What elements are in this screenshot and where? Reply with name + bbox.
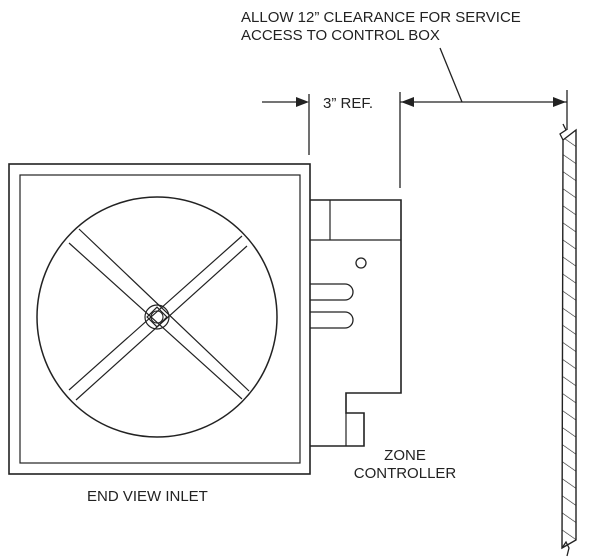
control-box: [310, 199, 402, 447]
wall-break-bottom: [561, 540, 570, 557]
ref-dimension-arrows: [262, 92, 401, 188]
zone-controller-label-line1: ZONE: [384, 447, 426, 464]
unit-housing: [8, 163, 311, 475]
end-view-inlet-label: END VIEW INLET: [87, 488, 208, 505]
zone-controller-label-line2: CONTROLLER: [354, 465, 457, 482]
wall-break-top: [559, 123, 567, 141]
inlet-damper: [36, 196, 278, 438]
clearance-dimension-line: [400, 90, 568, 130]
wall-section: [559, 123, 577, 557]
clearance-note-line1: ALLOW 12” CLEARANCE FOR SERVICE: [241, 9, 521, 26]
clearance-note-line2: ACCESS TO CONTROL BOX: [241, 27, 440, 44]
ref-dimension-label: 3” REF.: [323, 95, 373, 112]
clearance-leader-line: [439, 47, 463, 103]
